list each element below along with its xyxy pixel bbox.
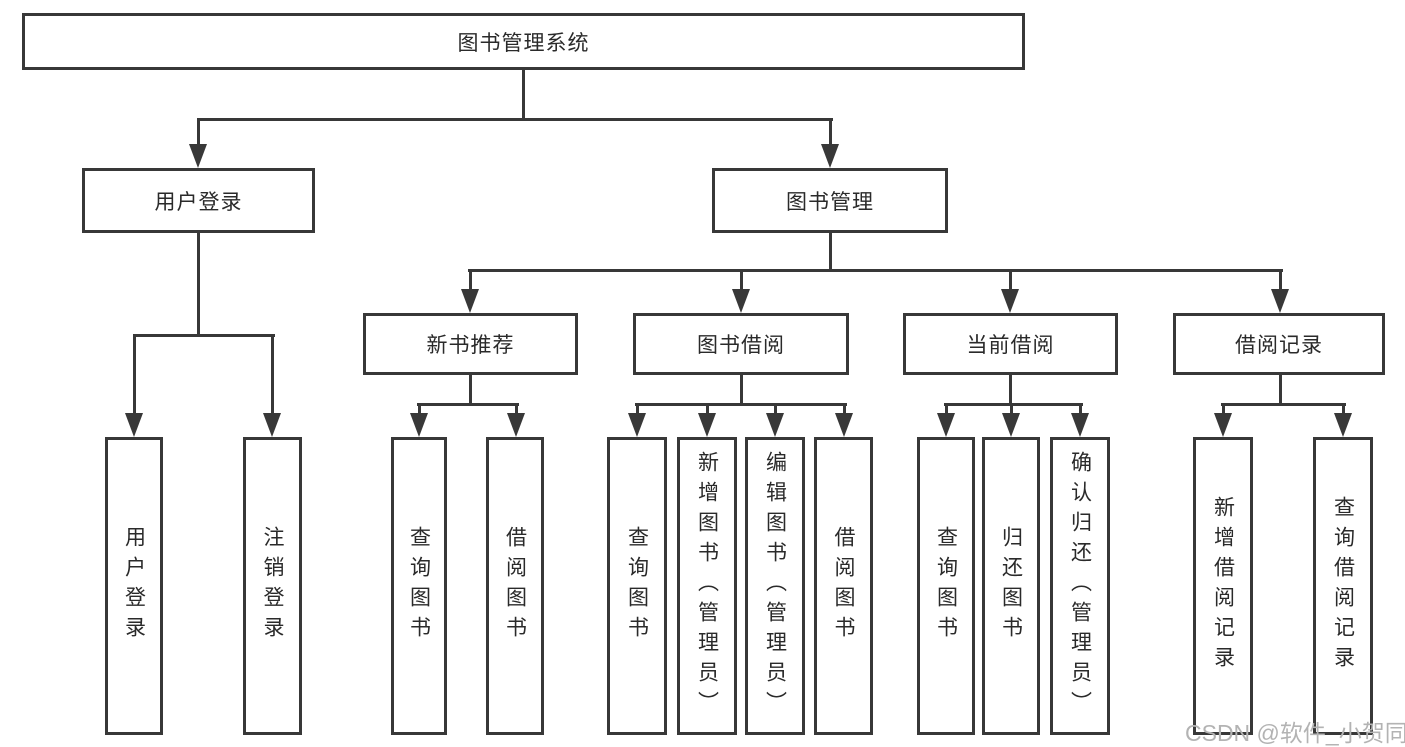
arrow-head-borrow-add <box>698 413 716 437</box>
arrow-head-leaf-user-login <box>125 413 143 437</box>
leaf-recommend-query-books: 查询图书 <box>391 437 447 735</box>
arrow-shaft-new-book-recommend <box>469 269 472 293</box>
connector-recommend-stem <box>469 375 472 406</box>
connector-records-hline <box>1221 403 1346 406</box>
connector-root-stem <box>522 68 525 121</box>
arrow-head-user-login <box>189 144 207 168</box>
arrow-head-borrow-query <box>628 413 646 437</box>
connector-user-login-stem <box>197 233 200 337</box>
connector-recommend-hline <box>417 403 519 406</box>
arrow-head-current-borrow <box>1001 289 1019 313</box>
leaf-current-query-books-label: 查询图书 <box>934 526 958 646</box>
leaf-borrow-borrow-books-label: 借阅图书 <box>832 526 855 646</box>
leaf-current-confirm-return-admin: 确认归还（管理员） <box>1050 437 1110 735</box>
connector-current-hline <box>944 403 1083 406</box>
arrow-head-borrow-records <box>1271 289 1289 313</box>
leaf-borrow-query-books: 查询图书 <box>607 437 667 735</box>
leaf-current-return-books: 归还图书 <box>982 437 1040 735</box>
leaf-user-login-label: 用户登录 <box>122 526 146 646</box>
arrow-head-recommend-borrow <box>507 413 525 437</box>
node-new-book-recommend: 新书推荐 <box>363 313 578 375</box>
leaf-user-login: 用户登录 <box>105 437 163 735</box>
arrow-head-current-return <box>1002 413 1020 437</box>
leaf-records-query-record-label: 查询借阅记录 <box>1331 496 1355 676</box>
leaf-recommend-query-books-label: 查询图书 <box>407 526 431 646</box>
node-book-borrow: 图书借阅 <box>633 313 849 375</box>
csdn-watermark: CSDN @软件_小贺同学 <box>1185 720 1405 746</box>
arrow-head-borrow-borrow <box>835 413 853 437</box>
leaf-borrow-borrow-books: 借阅图书 <box>814 437 873 735</box>
arrow-head-records-add <box>1214 413 1232 437</box>
leaf-records-query-record: 查询借阅记录 <box>1313 437 1373 735</box>
arrow-head-current-confirm <box>1071 413 1089 437</box>
node-user-login: 用户登录 <box>82 168 315 233</box>
arrow-shaft-current-query <box>945 403 948 417</box>
arrow-shaft-leaf-logout <box>271 334 274 416</box>
leaf-borrow-add-books-admin: 新增图书（管理员） <box>677 437 737 735</box>
arrow-shaft-borrow-borrow <box>843 403 846 417</box>
arrow-shaft-user-login <box>197 118 200 150</box>
leaf-borrow-add-books-admin-label: 新增图书（管理员） <box>695 451 719 721</box>
leaf-borrow-query-books-label: 查询图书 <box>625 526 649 646</box>
node-root: 图书管理系统 <box>22 13 1025 70</box>
connector-current-stem <box>1009 375 1012 406</box>
connector-borrow-stem <box>740 375 743 406</box>
arrow-shaft-leaf-user-login <box>133 334 136 416</box>
leaf-current-confirm-return-admin-label: 确认归还（管理员） <box>1068 451 1092 721</box>
arrow-head-borrow-edit <box>766 413 784 437</box>
connector-level3-hline <box>468 269 1283 272</box>
arrow-shaft-records-query <box>1342 403 1345 417</box>
leaf-logout: 注销登录 <box>243 437 302 735</box>
arrow-head-book-management <box>821 144 839 168</box>
leaf-current-query-books: 查询图书 <box>917 437 975 735</box>
leaf-records-add-record-label: 新增借阅记录 <box>1211 496 1235 676</box>
leaf-recommend-borrow-books-label: 借阅图书 <box>503 526 527 646</box>
arrow-shaft-borrow-edit <box>774 403 777 417</box>
leaf-borrow-edit-books-admin: 编辑图书（管理员） <box>745 437 805 735</box>
arrow-shaft-borrow-query <box>636 403 639 417</box>
leaf-records-add-record: 新增借阅记录 <box>1193 437 1253 735</box>
arrow-shaft-current-return <box>1010 403 1013 417</box>
arrow-head-new-book-recommend <box>461 289 479 313</box>
connector-records-stem <box>1279 375 1282 406</box>
arrow-shaft-recommend-query <box>418 403 421 417</box>
connector-book-management-stem <box>829 233 832 272</box>
leaf-current-return-books-label: 归还图书 <box>999 526 1023 646</box>
arrow-head-book-borrow <box>732 289 750 313</box>
arrow-head-records-query <box>1334 413 1352 437</box>
connector-level2-hline <box>197 118 833 121</box>
connector-user-login-hline <box>133 334 275 337</box>
connector-borrow-hline <box>635 403 847 406</box>
arrow-shaft-current-confirm <box>1079 403 1082 417</box>
arrow-shaft-records-add <box>1222 403 1225 417</box>
arrow-head-leaf-logout <box>263 413 281 437</box>
node-borrow-records: 借阅记录 <box>1173 313 1385 375</box>
arrow-head-recommend-query <box>410 413 428 437</box>
leaf-borrow-edit-books-admin-label: 编辑图书（管理员） <box>763 451 787 721</box>
node-current-borrow: 当前借阅 <box>903 313 1118 375</box>
arrow-shaft-current-borrow <box>1009 269 1012 293</box>
leaf-logout-label: 注销登录 <box>261 526 284 646</box>
arrow-shaft-book-management <box>829 118 832 150</box>
arrow-shaft-borrow-add <box>706 403 709 417</box>
node-book-management: 图书管理 <box>712 168 948 233</box>
leaf-recommend-borrow-books: 借阅图书 <box>486 437 544 735</box>
arrow-shaft-recommend-borrow <box>515 403 518 417</box>
arrow-shaft-book-borrow <box>740 269 743 293</box>
arrow-shaft-borrow-records <box>1279 269 1282 293</box>
arrow-head-current-query <box>937 413 955 437</box>
